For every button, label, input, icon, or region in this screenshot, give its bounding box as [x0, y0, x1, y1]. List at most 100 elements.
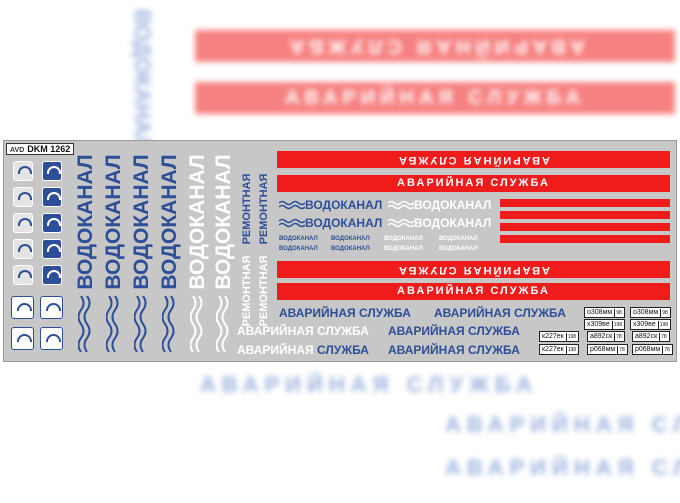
emergency-white-label: АВАРИЙНАЯ СЛУЖБА — [237, 324, 369, 338]
repair-vertical-label: РЕМОНТНАЯ — [241, 255, 253, 327]
plate-number: р068мм — [590, 346, 616, 353]
vodokanal-horizontal-decal: ВОДОКАНАЛ — [279, 216, 382, 230]
emergency-red-band: АВАРИЙНАЯ СЛУЖБА — [277, 175, 670, 192]
vodokanal-small-label: ВОДОКАНАЛ — [279, 236, 318, 242]
vodokanal-small-label: ВОДОКАНАЛ — [439, 246, 478, 252]
vodokanal-logo-icon — [13, 239, 33, 259]
vodokanal-small-decal-white: ВОДОКАНАЛ — [384, 236, 423, 242]
vodokanal-vertical-label: ВОДОКАНАЛ — [158, 153, 181, 290]
background-red-band-1: АВАРИЙНАЯ СЛУЖБА — [195, 30, 675, 62]
emergency-blue-label: АВАРИЙНАЯ СЛУЖБА — [279, 306, 411, 320]
vodokanal-vertical-decal-white: ВОДОКАНАЛ — [212, 149, 236, 354]
vodokanal-label: ВОДОКАНАЛ — [414, 198, 492, 212]
emergency-white-label: АВАРИЙНАЯ СЛУЖБА — [237, 343, 369, 357]
emergency-band-label: АВАРИЙНАЯ СЛУЖБА — [397, 154, 550, 166]
plate-region: 78 — [659, 333, 667, 342]
vodokanal-label: ВОДОКАНАЛ — [414, 216, 492, 230]
vodokanal-small-decal-white: ВОДОКАНАЛ — [384, 246, 423, 252]
background-blue-text-2: АВАРИЙНАЯ СЛУЖБА — [445, 412, 680, 437]
wave-icon — [190, 296, 203, 352]
vodokanal-vertical-decal: ВОДОКАНАЛ — [102, 149, 126, 354]
vodokanal-small-decal-white: ВОДОКАНАЛ — [439, 236, 478, 242]
emergency-blue-label: АВАРИЙНАЯ СЛУЖБА — [388, 343, 520, 357]
vodokanal-horizontal-decal-white: ВОДОКАНАЛ — [388, 198, 491, 212]
emergency-white-word: СЛУЖБА — [316, 343, 369, 357]
red-stripe — [500, 199, 670, 207]
wave-icon — [162, 296, 175, 352]
vodokanal-vertical-decal: ВОДОКАНАЛ — [74, 149, 98, 354]
plate-number: х309ве — [633, 321, 656, 328]
plate-number: о308мм — [587, 309, 613, 316]
plate-region: 78 — [617, 346, 625, 355]
vodokanal-logo-icon — [13, 265, 33, 285]
vodokanal-logo-icon — [42, 161, 62, 181]
wave-icon — [216, 296, 229, 352]
emergency-band-label: АВАРИЙНАЯ СЛУЖБА — [397, 285, 550, 297]
plate-number: к227ек — [542, 346, 564, 353]
vodokanal-vertical-decal: ВОДОКАНАЛ — [130, 149, 154, 354]
repair-vertical-label: РЕМОНТНАЯ — [258, 255, 270, 327]
plate-region: 78 — [662, 346, 670, 355]
emergency-band-label: АВАРИЙНАЯ СЛУЖБА — [397, 177, 550, 189]
vodokanal-small-decal: ВОДОКАНАЛ — [279, 246, 318, 252]
vodokanal-small-label: ВОДОКАНАЛ — [384, 236, 423, 242]
vodokanal-logo-icon — [42, 265, 62, 285]
background-vertical-text: ВОДОКАНАЛ — [122, 9, 162, 151]
plate-number: а892ск — [590, 333, 613, 340]
vodokanal-vertical-label: ВОДОКАНАЛ — [212, 153, 235, 290]
manufacturer-logo: AVD — [10, 147, 25, 154]
wave-icon — [388, 218, 414, 228]
plate-region: 198 — [611, 321, 623, 330]
red-stripe — [500, 235, 670, 243]
vodokanal-small-decal: ВОДОКАНАЛ — [279, 236, 318, 242]
vodokanal-small-decal-white: ВОДОКАНАЛ — [439, 246, 478, 252]
wave-icon — [279, 218, 305, 228]
emergency-band-label: АВАРИЙНАЯ СЛУЖБА — [397, 264, 550, 276]
emergency-white-word: АВАРИЙНАЯ — [237, 343, 314, 357]
vodokanal-small-label: ВОДОКАНАЛ — [384, 246, 423, 252]
background-band-label-1: АВАРИЙНАЯ СЛУЖБА — [285, 35, 585, 57]
vodokanal-vertical-label: ВОДОКАНАЛ — [186, 153, 209, 290]
repair-vertical-label: РЕМОНТНАЯ — [241, 173, 253, 245]
vodokanal-logo-icon — [11, 327, 34, 350]
vodokanal-small-decal: ВОДОКАНАЛ — [331, 236, 370, 242]
plate-region: 198 — [657, 321, 669, 330]
vodokanal-small-label: ВОДОКАНАЛ — [331, 246, 370, 252]
background-band-label-2: АВАРИЙНАЯ СЛУЖБА — [285, 87, 585, 109]
background-blue-text-3: АВАРИЙНАЯ СЛУЖБА — [445, 455, 680, 480]
repair-vertical-label: РЕМОНТНАЯ — [258, 173, 270, 245]
plate-number: р068мм — [635, 346, 661, 353]
plate-number: к227ек — [542, 333, 564, 340]
red-stripe — [500, 211, 670, 219]
background-blue-text-1: АВАРИЙНАЯ СЛУЖБА — [200, 372, 538, 397]
vodokanal-logo-icon — [11, 296, 34, 319]
vodokanal-small-label: ВОДОКАНАЛ — [279, 246, 318, 252]
wave-icon — [388, 200, 414, 210]
wave-icon — [279, 200, 305, 210]
background-red-band-2: АВАРИЙНАЯ СЛУЖБА — [195, 82, 675, 114]
plate-number: х309ве — [587, 321, 610, 328]
plate-region: 98 — [614, 309, 622, 318]
sheet-code: DKM 1262 — [27, 144, 71, 154]
vodokanal-logo-icon — [13, 161, 33, 181]
vodokanal-logo-icon — [42, 213, 62, 233]
vodokanal-label: ВОДОКАНАЛ — [305, 198, 383, 212]
plate-region: 78 — [614, 333, 622, 342]
vodokanal-logo-icon — [13, 213, 33, 233]
vodokanal-vertical-label: ВОДОКАНАЛ — [74, 153, 97, 290]
red-stripe — [500, 223, 670, 231]
emergency-red-band: АВАРИЙНАЯ СЛУЖБА — [277, 151, 670, 168]
emergency-red-band: АВАРИЙНАЯ СЛУЖБА — [277, 283, 670, 300]
vodokanal-logo-icon — [13, 187, 33, 207]
vodokanal-small-label: ВОДОКАНАЛ — [439, 236, 478, 242]
emergency-blue-label: АВАРИЙНАЯ СЛУЖБА — [388, 324, 520, 338]
vodokanal-logo-icon — [42, 239, 62, 259]
plate-number: а892ск — [635, 333, 658, 340]
